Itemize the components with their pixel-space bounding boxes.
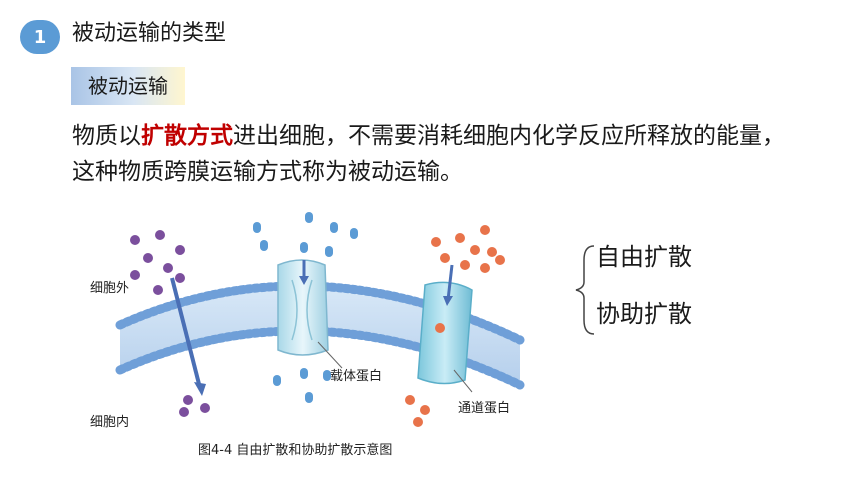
membrane-diagram: 细胞外 细胞内 载体蛋白 通道蛋白 图4-4 自由扩散和协助扩散示意图	[90, 212, 525, 458]
carrier-protein	[277, 259, 329, 356]
diagram-caption: 图4-4 自由扩散和协助扩散示意图	[198, 442, 392, 458]
purple-molecules-outside	[130, 230, 185, 295]
label-channel-protein: 通道蛋白	[458, 400, 510, 416]
types-bracket	[575, 245, 595, 335]
section-title: 被动运输的类型	[72, 21, 227, 46]
paragraph-highlight: 扩散方式	[141, 123, 233, 149]
blue-molecules-inside	[273, 368, 331, 403]
orange-molecule-in-channel	[435, 323, 445, 333]
label-outside: 细胞外	[90, 281, 129, 296]
channel-protein	[417, 281, 473, 385]
subtitle-box: 被动运输	[71, 67, 185, 105]
purple-molecules-inside	[179, 395, 210, 417]
definition-paragraph: 物质以扩散方式进出细胞，不需要消耗细胞内化学反应所释放的能量，这种物质跨膜运输方…	[72, 118, 792, 190]
section-number-badge: 1	[20, 20, 60, 54]
type-free-diffusion: 自由扩散	[596, 243, 692, 271]
orange-molecules-outside	[431, 225, 505, 273]
type-facilitated-diffusion: 协助扩散	[596, 300, 692, 328]
paragraph-text-2: 进出细胞，不需要消耗细胞内化学反应所释放的能量，这种物质跨膜运输方式称为被动运输…	[72, 123, 785, 185]
membrane-bilayer	[120, 285, 520, 385]
label-carrier-protein: 载体蛋白	[330, 368, 382, 384]
label-inside: 细胞内	[90, 414, 129, 430]
orange-molecules-inside	[405, 395, 430, 427]
blue-molecules-outside	[253, 212, 358, 257]
paragraph-text-1: 物质以	[72, 123, 141, 149]
free-diffusion-arrow	[170, 277, 202, 389]
